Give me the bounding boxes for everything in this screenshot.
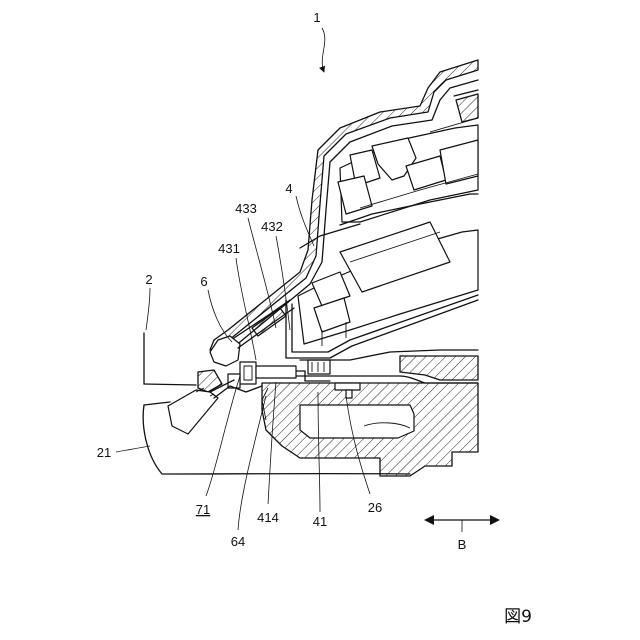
label-21: 21 <box>97 445 111 460</box>
direction-label: B <box>458 537 467 552</box>
base-block <box>262 383 478 476</box>
label-71: 71 <box>196 502 210 517</box>
label-414: 414 <box>257 510 279 525</box>
label-432: 432 <box>261 219 283 234</box>
label-433: 433 <box>235 201 257 216</box>
label-64: 64 <box>231 534 245 549</box>
label-41: 41 <box>313 514 327 529</box>
direction-arrow <box>424 515 500 532</box>
label-26: 26 <box>368 500 382 515</box>
upper-compartment <box>300 118 478 248</box>
label-1: 1 <box>313 10 320 25</box>
label-4: 4 <box>285 181 292 196</box>
motor-unit <box>298 222 478 346</box>
label-431: 431 <box>218 241 240 256</box>
figure-number: 図9 <box>504 607 532 627</box>
label-2: 2 <box>145 272 152 287</box>
label-6: 6 <box>200 274 207 289</box>
